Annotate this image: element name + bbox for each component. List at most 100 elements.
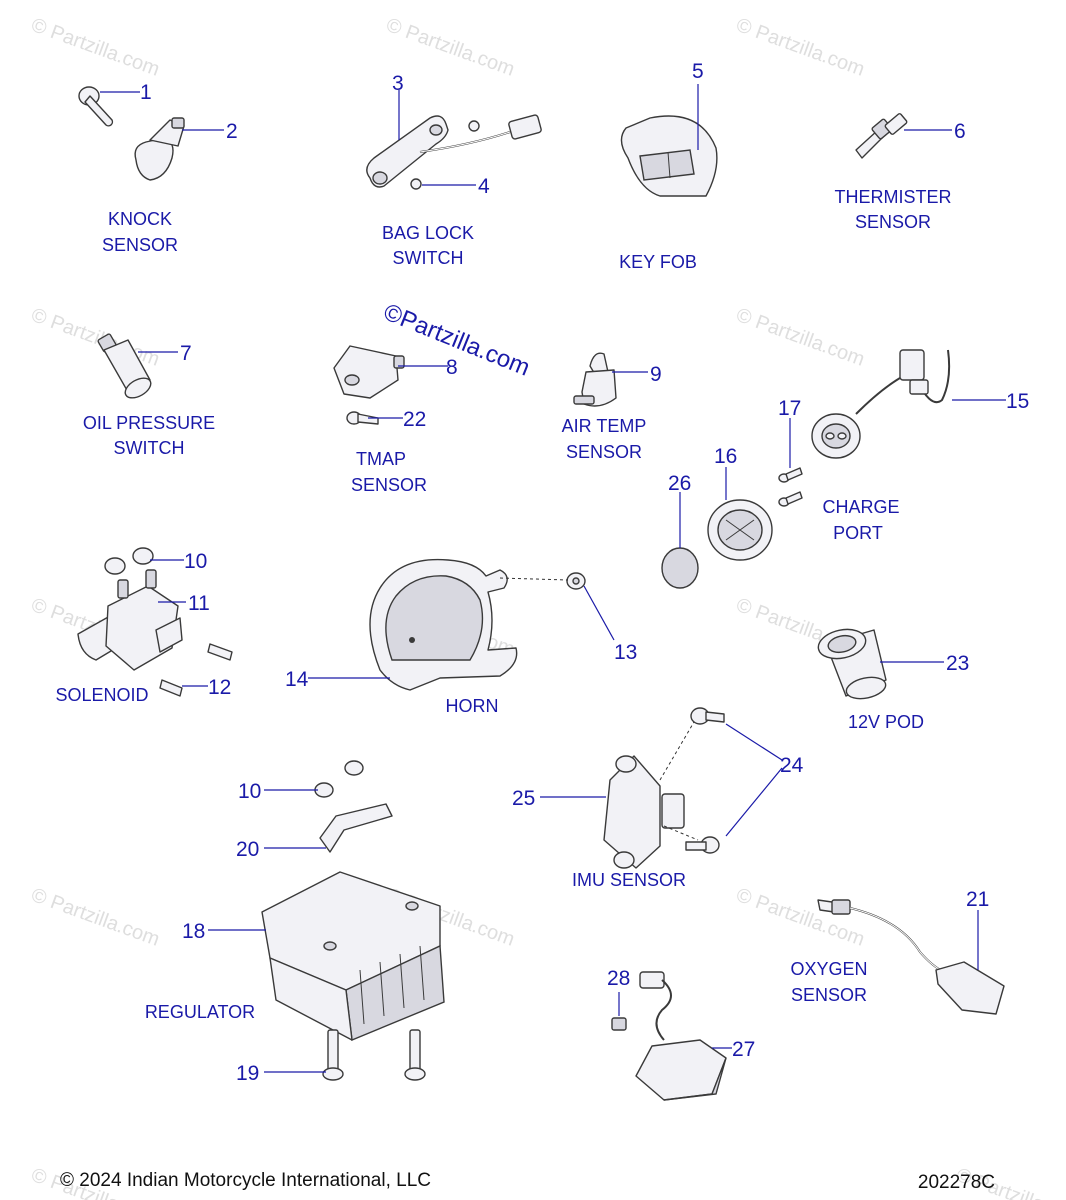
horn-group: 13 14 HORN	[285, 558, 637, 716]
caption-knock-sensor-2: SENSOR	[102, 235, 178, 255]
imu-sensor-drawing	[603, 755, 685, 869]
callout-1: 1	[140, 81, 152, 104]
caption-tmap-1: TMAP	[356, 449, 406, 469]
watermark-faint: © Partzilla.com	[733, 14, 867, 81]
callout-20: 20	[236, 838, 259, 861]
key-fob-drawing	[620, 115, 718, 197]
oxygen-sensor-drawing	[817, 899, 1005, 1015]
caption-solenoid: SOLENOID	[55, 685, 148, 705]
oil-pressure-switch-group: 7 OIL PRESSURE SWITCH	[83, 333, 215, 458]
callout-6: 6	[954, 120, 966, 143]
caption-knock-sensor-1: KNOCK	[108, 209, 172, 229]
screw-12-drawing	[159, 643, 233, 697]
thermister-sensor-group: 6 THERMISTER SENSOR	[835, 113, 966, 232]
watermark-faint: © Partzilla.com	[28, 884, 162, 951]
nut-10-drawing	[104, 547, 154, 575]
callout-18: 18	[182, 920, 205, 943]
light-27-drawing	[635, 1039, 727, 1101]
callout-27: 27	[732, 1038, 755, 1061]
caption-air-temp-2: SENSOR	[566, 442, 642, 462]
callout-3: 3	[392, 72, 404, 95]
nut-10-lower-drawing	[314, 760, 364, 798]
regulator-group: 10 20 18 19 REGULATOR	[145, 760, 445, 1085]
callout-22: 22	[403, 408, 426, 431]
callout-17: 17	[778, 397, 801, 420]
caption-oil-pressure-2: SWITCH	[114, 438, 185, 458]
washer-13-drawing	[566, 572, 586, 590]
caption-oil-pressure-1: OIL PRESSURE	[83, 413, 215, 433]
caption-bag-lock-2: SWITCH	[393, 248, 464, 268]
callout-21: 21	[966, 888, 989, 911]
footer-copyright: © 2024 Indian Motorcycle International, …	[60, 1170, 431, 1191]
bolt-1-drawing	[78, 86, 114, 127]
caption-oxygen-2: SENSOR	[791, 985, 867, 1005]
air-temp-sensor-group: 9 AIR TEMP SENSOR	[562, 352, 662, 462]
plug-26-drawing	[661, 547, 699, 589]
caption-bag-lock-1: BAG LOCK	[382, 223, 474, 243]
watermark-faint: © Partzilla.com	[383, 14, 517, 81]
imu-sensor-group: 24 25 IMU SENSOR	[512, 707, 804, 890]
callout-16: 16	[714, 445, 737, 468]
tmap-sensor-drawing	[333, 345, 405, 399]
callout-28: 28	[607, 967, 630, 990]
caption-12v-pod: 12V POD	[848, 712, 924, 732]
bolt-24-drawing	[685, 707, 725, 854]
caption-air-temp-1: AIR TEMP	[562, 416, 647, 436]
callout-25: 25	[512, 787, 535, 810]
callout-5: 5	[692, 60, 704, 83]
callout-7: 7	[180, 342, 192, 365]
horn-drawing	[369, 558, 518, 691]
bag-lock-switch-drawing	[366, 114, 542, 190]
connector-drawing	[639, 971, 672, 1041]
callout-10-top: 10	[184, 550, 207, 573]
watermark-faint: © Partzilla.com	[733, 884, 867, 951]
callout-9: 9	[650, 363, 662, 386]
air-temp-sensor-drawing	[573, 352, 617, 407]
caption-thermister-2: SENSOR	[855, 212, 931, 232]
watermark-faint: © Partzilla.com	[28, 14, 162, 81]
callout-24: 24	[780, 754, 804, 777]
callout-11: 11	[188, 592, 210, 615]
callout-13: 13	[614, 641, 637, 664]
solenoid-drawing	[77, 569, 183, 671]
regulator-drawing	[261, 871, 445, 1041]
12v-pod-group: 23 12V POD	[817, 628, 969, 732]
oxygen-sensor-group: 21 OXYGEN SENSOR	[790, 888, 1005, 1015]
callout-2: 2	[226, 120, 238, 143]
caption-charge-port-1: CHARGE	[822, 497, 899, 517]
footer-drawing-number: 202278C	[918, 1172, 995, 1193]
caption-regulator: REGULATOR	[145, 1002, 255, 1022]
screw-17-drawing	[778, 467, 803, 507]
watermark-faint: © Partzilla.com	[733, 304, 867, 371]
bag-lock-switch-group: 3 4 BAG LOCK SWITCH	[366, 72, 542, 268]
callout-26: 26	[668, 472, 691, 495]
12v-pod-drawing	[817, 628, 887, 700]
callout-14: 14	[285, 668, 309, 691]
callout-15: 15	[1006, 390, 1029, 413]
thermister-sensor-drawing	[855, 113, 908, 159]
bracket-20-drawing	[319, 803, 393, 853]
caption-horn: HORN	[446, 696, 499, 716]
callout-23: 23	[946, 652, 969, 675]
bolt-19-drawing	[322, 1029, 426, 1081]
nut-28-drawing	[611, 1017, 627, 1031]
callout-8: 8	[446, 356, 458, 379]
key-fob-group: 5 KEY FOB	[619, 60, 718, 272]
solenoid-group: 10 11 12 SOLENOID	[55, 547, 233, 705]
charge-port-cap-16-drawing	[707, 499, 773, 561]
light-assembly-group: 28 27	[607, 967, 755, 1101]
knock-sensor-drawing	[134, 117, 185, 181]
caption-tmap-2: SENSOR	[351, 475, 427, 495]
caption-imu: IMU SENSOR	[572, 870, 686, 890]
callout-19: 19	[236, 1062, 259, 1085]
callout-12: 12	[208, 676, 231, 699]
callout-4: 4	[478, 175, 490, 198]
watermark-faint: © Partzilla.com	[28, 304, 162, 371]
caption-charge-port-2: PORT	[833, 523, 883, 543]
oil-pressure-switch-drawing	[97, 333, 152, 399]
caption-thermister-1: THERMISTER	[835, 187, 952, 207]
charge-port-drawing	[811, 349, 951, 459]
tmap-sensor-group: 8 22 TMAP SENSOR	[333, 345, 458, 495]
screw-22-drawing	[346, 411, 379, 425]
